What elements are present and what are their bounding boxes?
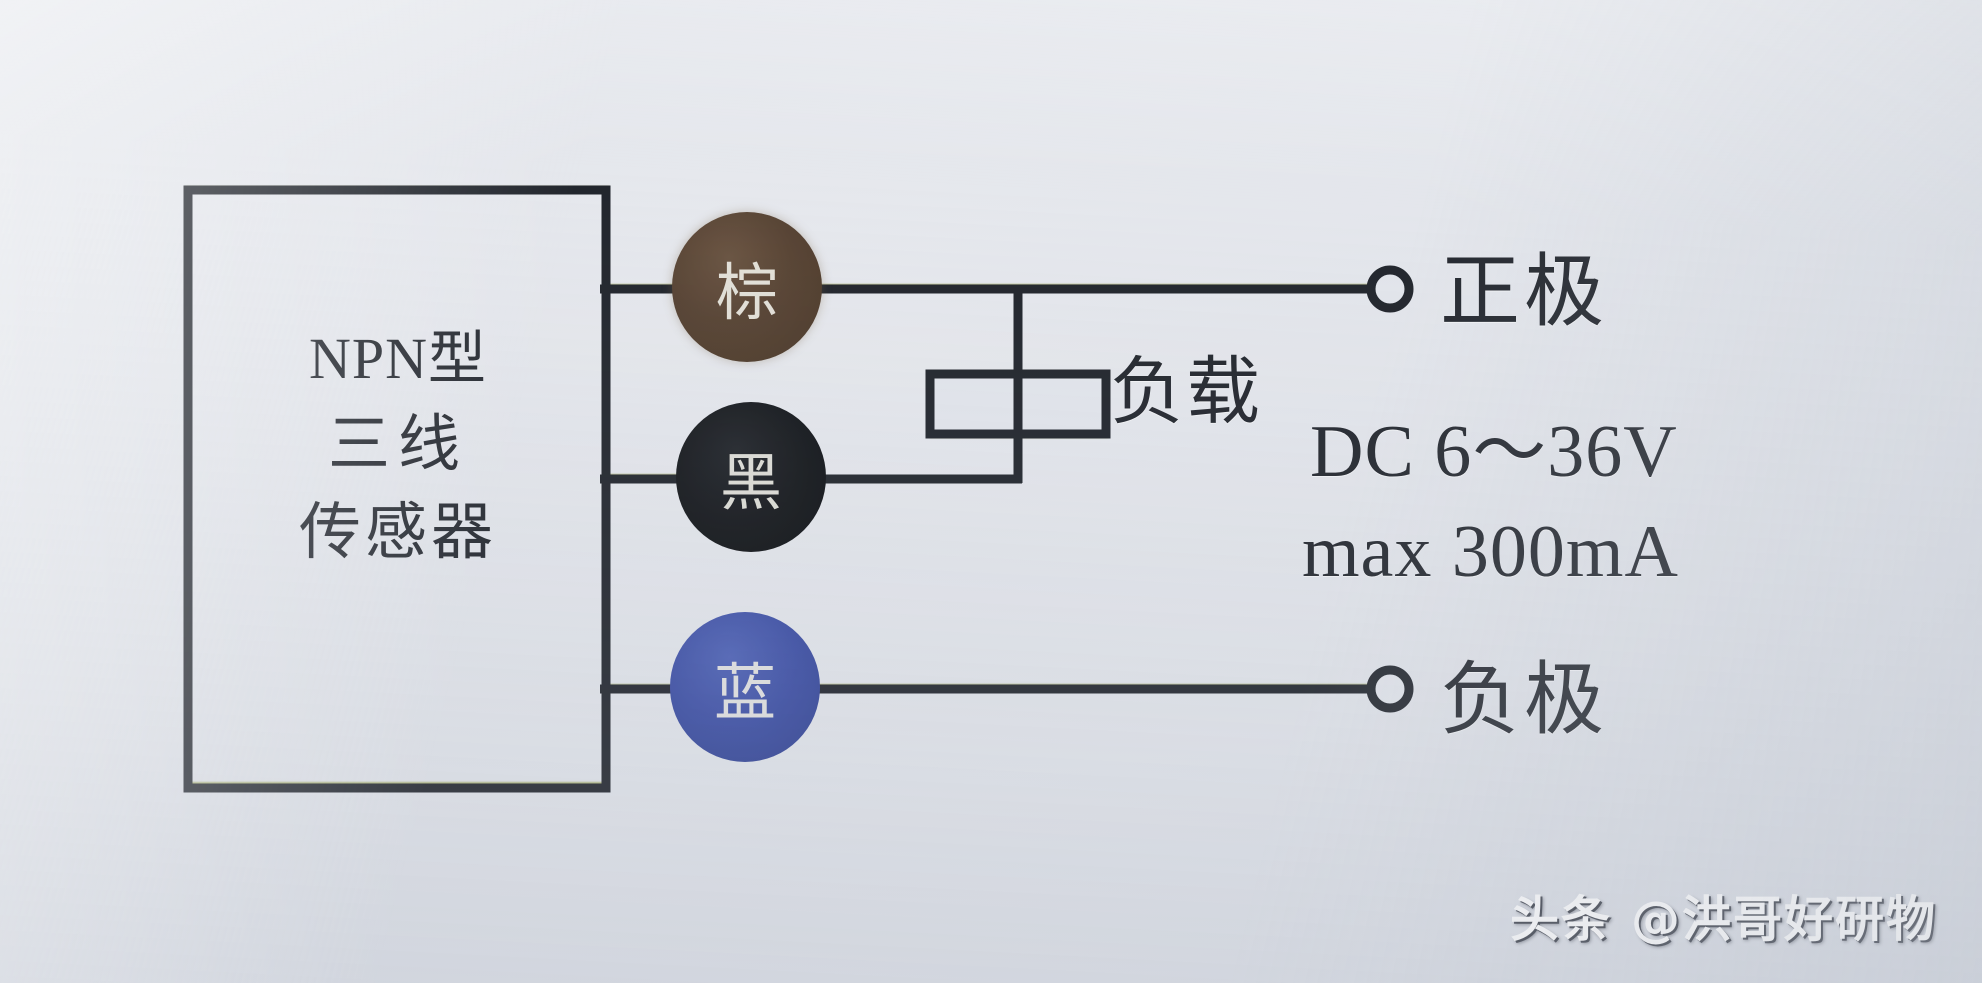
current-spec-text: max 300mA	[1302, 511, 1679, 593]
sensor-box-label: NPN型 三线 传感器	[188, 318, 608, 576]
black-wire-bead-label: 黑	[719, 446, 782, 519]
load-label: 负载	[1110, 349, 1262, 435]
positive-terminal-node	[1366, 265, 1414, 313]
sensor-label-line-1: NPN型	[308, 326, 488, 391]
sensor-label-line-2: 三线	[327, 407, 468, 481]
brown-wire-bead-label: 棕	[715, 256, 778, 329]
sensor-label-line-3: 传感器	[298, 495, 497, 569]
sensor-body-rect	[183, 185, 611, 793]
voltage-spec-text: DC 6～36V	[1310, 411, 1678, 493]
black-wire-bead: 黑	[676, 402, 826, 552]
positive-terminal-label: 正极	[1440, 245, 1608, 338]
negative-terminal-node	[1366, 665, 1414, 713]
blue-wire-bead-label: 蓝	[713, 656, 776, 729]
brown-wire-bead: 棕	[672, 212, 822, 362]
watermark-text: 头条 @洪哥好研物	[1510, 891, 1938, 948]
blue-wire-bead: 蓝	[670, 612, 820, 762]
negative-terminal-label: 负极	[1440, 653, 1608, 746]
